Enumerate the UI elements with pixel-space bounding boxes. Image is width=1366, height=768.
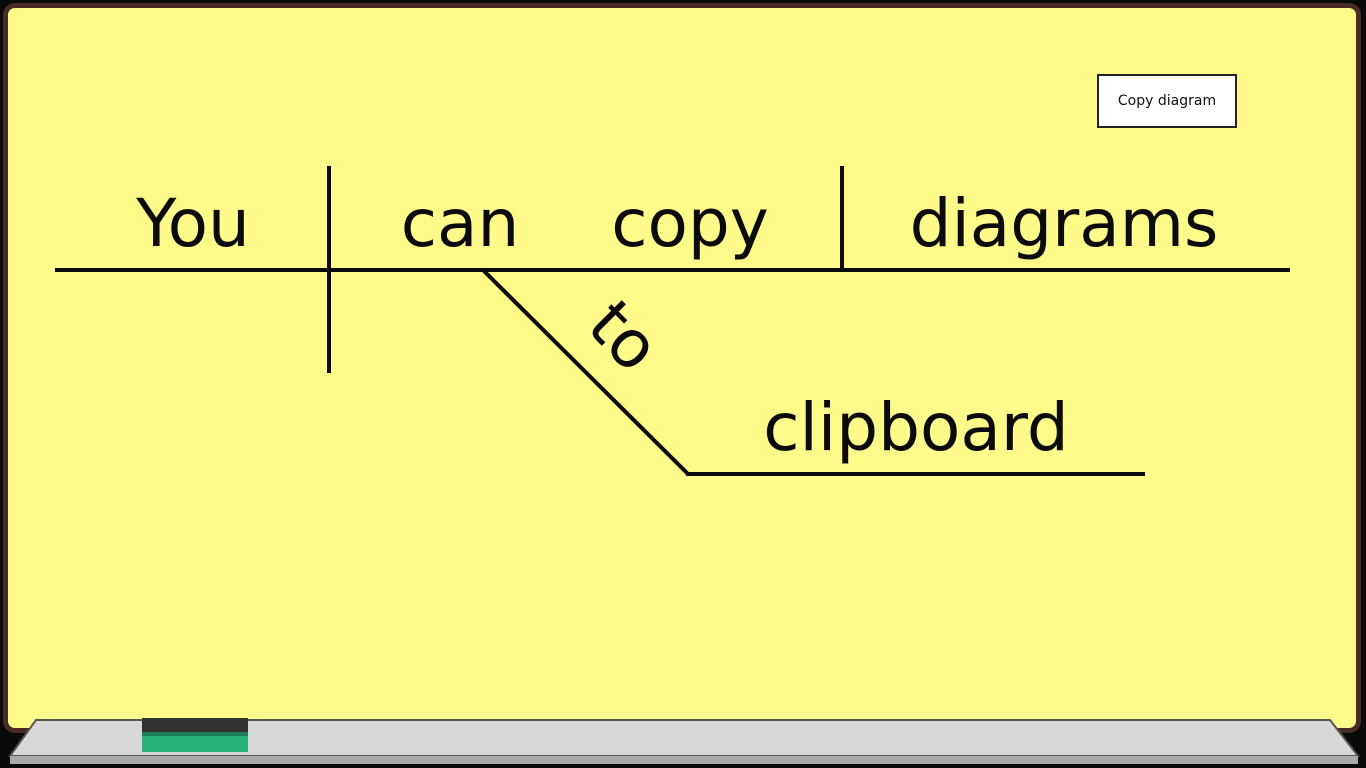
chalk-ledge: [8, 718, 1361, 764]
direct-object-word: diagrams: [910, 185, 1219, 262]
helping-verb-word: can: [401, 185, 520, 262]
copy-diagram-button[interactable]: Copy diagram: [1097, 74, 1237, 128]
preposition-word: to: [573, 285, 674, 386]
eraser-icon[interactable]: [142, 718, 248, 752]
subject-word: You: [135, 185, 250, 262]
verb-word: copy: [611, 185, 769, 262]
preposition-slant-line: [481, 268, 690, 476]
prepositional-object-word: clipboard: [763, 389, 1068, 466]
